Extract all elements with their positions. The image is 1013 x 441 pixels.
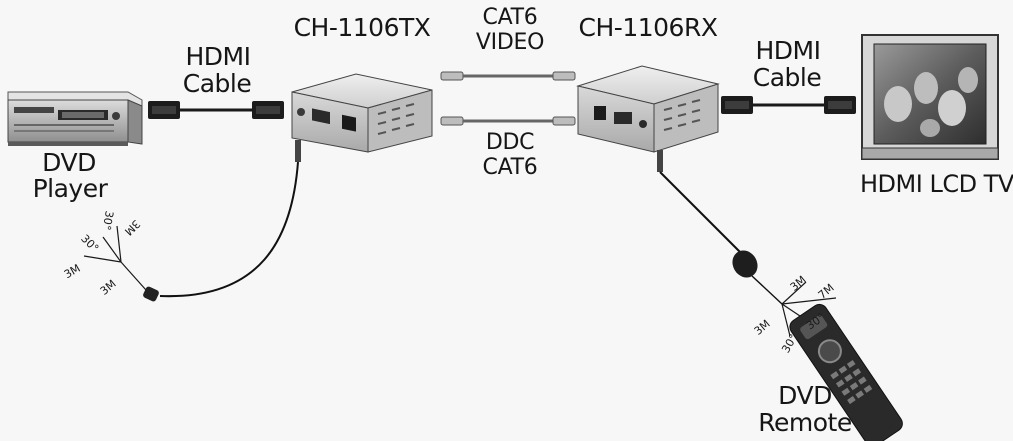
ir-receiver-cable-left bbox=[143, 140, 301, 302]
ir-left-angle-a: 30° bbox=[99, 209, 116, 232]
ddc-cat6-label: DDC bbox=[485, 130, 535, 155]
hdmi-cable-left bbox=[148, 101, 284, 119]
ddc-cat6-cable bbox=[440, 116, 576, 126]
transmitter-box-icon bbox=[291, 73, 433, 153]
cat6-video-label-line2: VIDEO bbox=[475, 30, 545, 55]
dvd-player-label: DVD bbox=[42, 148, 96, 177]
cat6-video-cable bbox=[440, 71, 576, 81]
dvd-player-label-line2: Player bbox=[32, 174, 108, 203]
dvd-remote-label: DVD bbox=[778, 381, 832, 410]
hdmi-cable-right bbox=[721, 96, 856, 114]
ddc-cat6-label-line2: CAT6 bbox=[482, 155, 538, 180]
transmitter-label: CH-1106TX bbox=[293, 13, 431, 42]
hdmi-cable-left-label: HDMI bbox=[185, 42, 252, 71]
dvd-player-icon bbox=[7, 91, 143, 146]
receiver-label: CH-1106RX bbox=[578, 13, 718, 42]
ir-receiver-cable-right bbox=[657, 150, 783, 305]
cat6-video-label: CAT6 bbox=[482, 5, 538, 30]
dvd-remote-label-line2: Remote bbox=[758, 408, 852, 437]
receiver-box-icon bbox=[576, 65, 720, 153]
hdmi-lcd-tv-icon bbox=[861, 34, 999, 160]
dvd-remote-icon bbox=[789, 303, 903, 441]
hdmi-cable-right-label: HDMI bbox=[755, 36, 822, 65]
tv-label: HDMI LCD TV bbox=[860, 170, 1013, 198]
hdmi-cable-left-label-line2: Cable bbox=[182, 69, 252, 98]
hdmi-cable-right-label-line2: Cable bbox=[752, 63, 822, 92]
ir-angle-diagram-left bbox=[83, 225, 147, 291]
